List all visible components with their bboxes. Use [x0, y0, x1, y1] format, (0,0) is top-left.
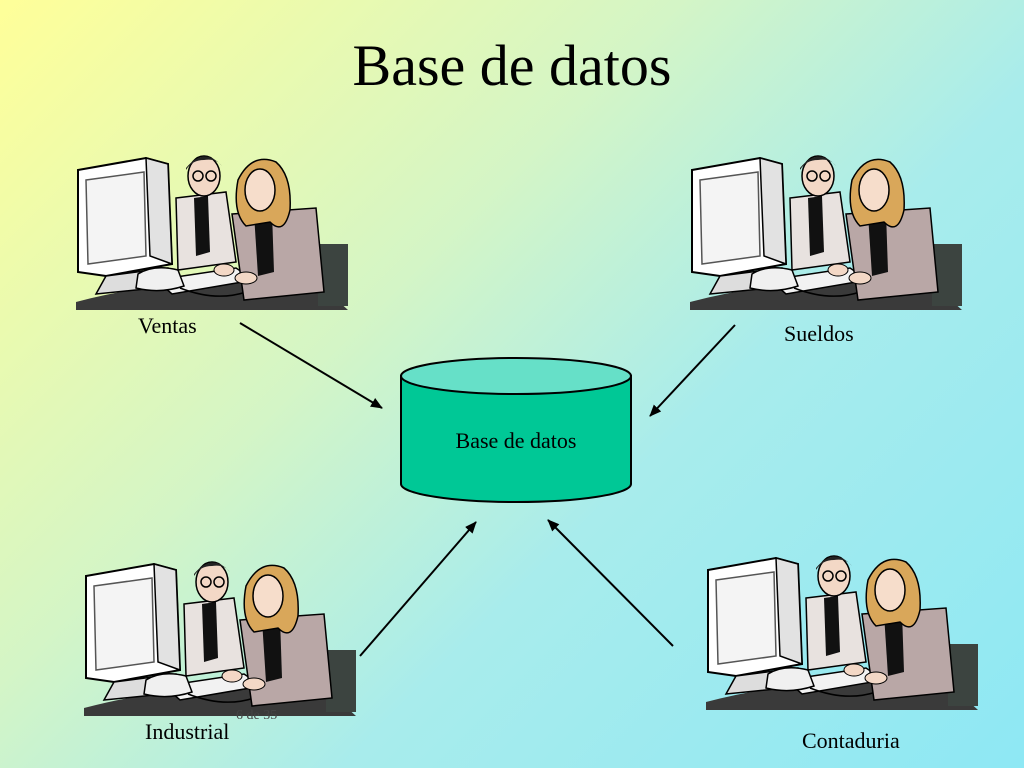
label-industrial: Industrial	[145, 719, 230, 744]
label-ventas: Ventas	[138, 313, 197, 338]
page-indicator: 6 de 35	[236, 708, 278, 723]
contaduria-workstation-icon	[706, 552, 978, 710]
sueldos-workstation-icon	[690, 152, 962, 310]
arrow-industrial	[359, 521, 477, 657]
label-contaduria: Contaduria	[802, 728, 900, 753]
database-label: Base de datos	[455, 428, 577, 453]
industrial-workstation-icon	[84, 558, 356, 716]
ventas-workstation-icon	[76, 152, 348, 310]
slide-title: Base de datos	[352, 33, 672, 98]
arrow-ventas	[239, 322, 383, 409]
arrow-contaduria	[547, 519, 674, 647]
arrow-sueldos	[649, 324, 736, 417]
label-sueldos: Sueldos	[784, 321, 854, 346]
